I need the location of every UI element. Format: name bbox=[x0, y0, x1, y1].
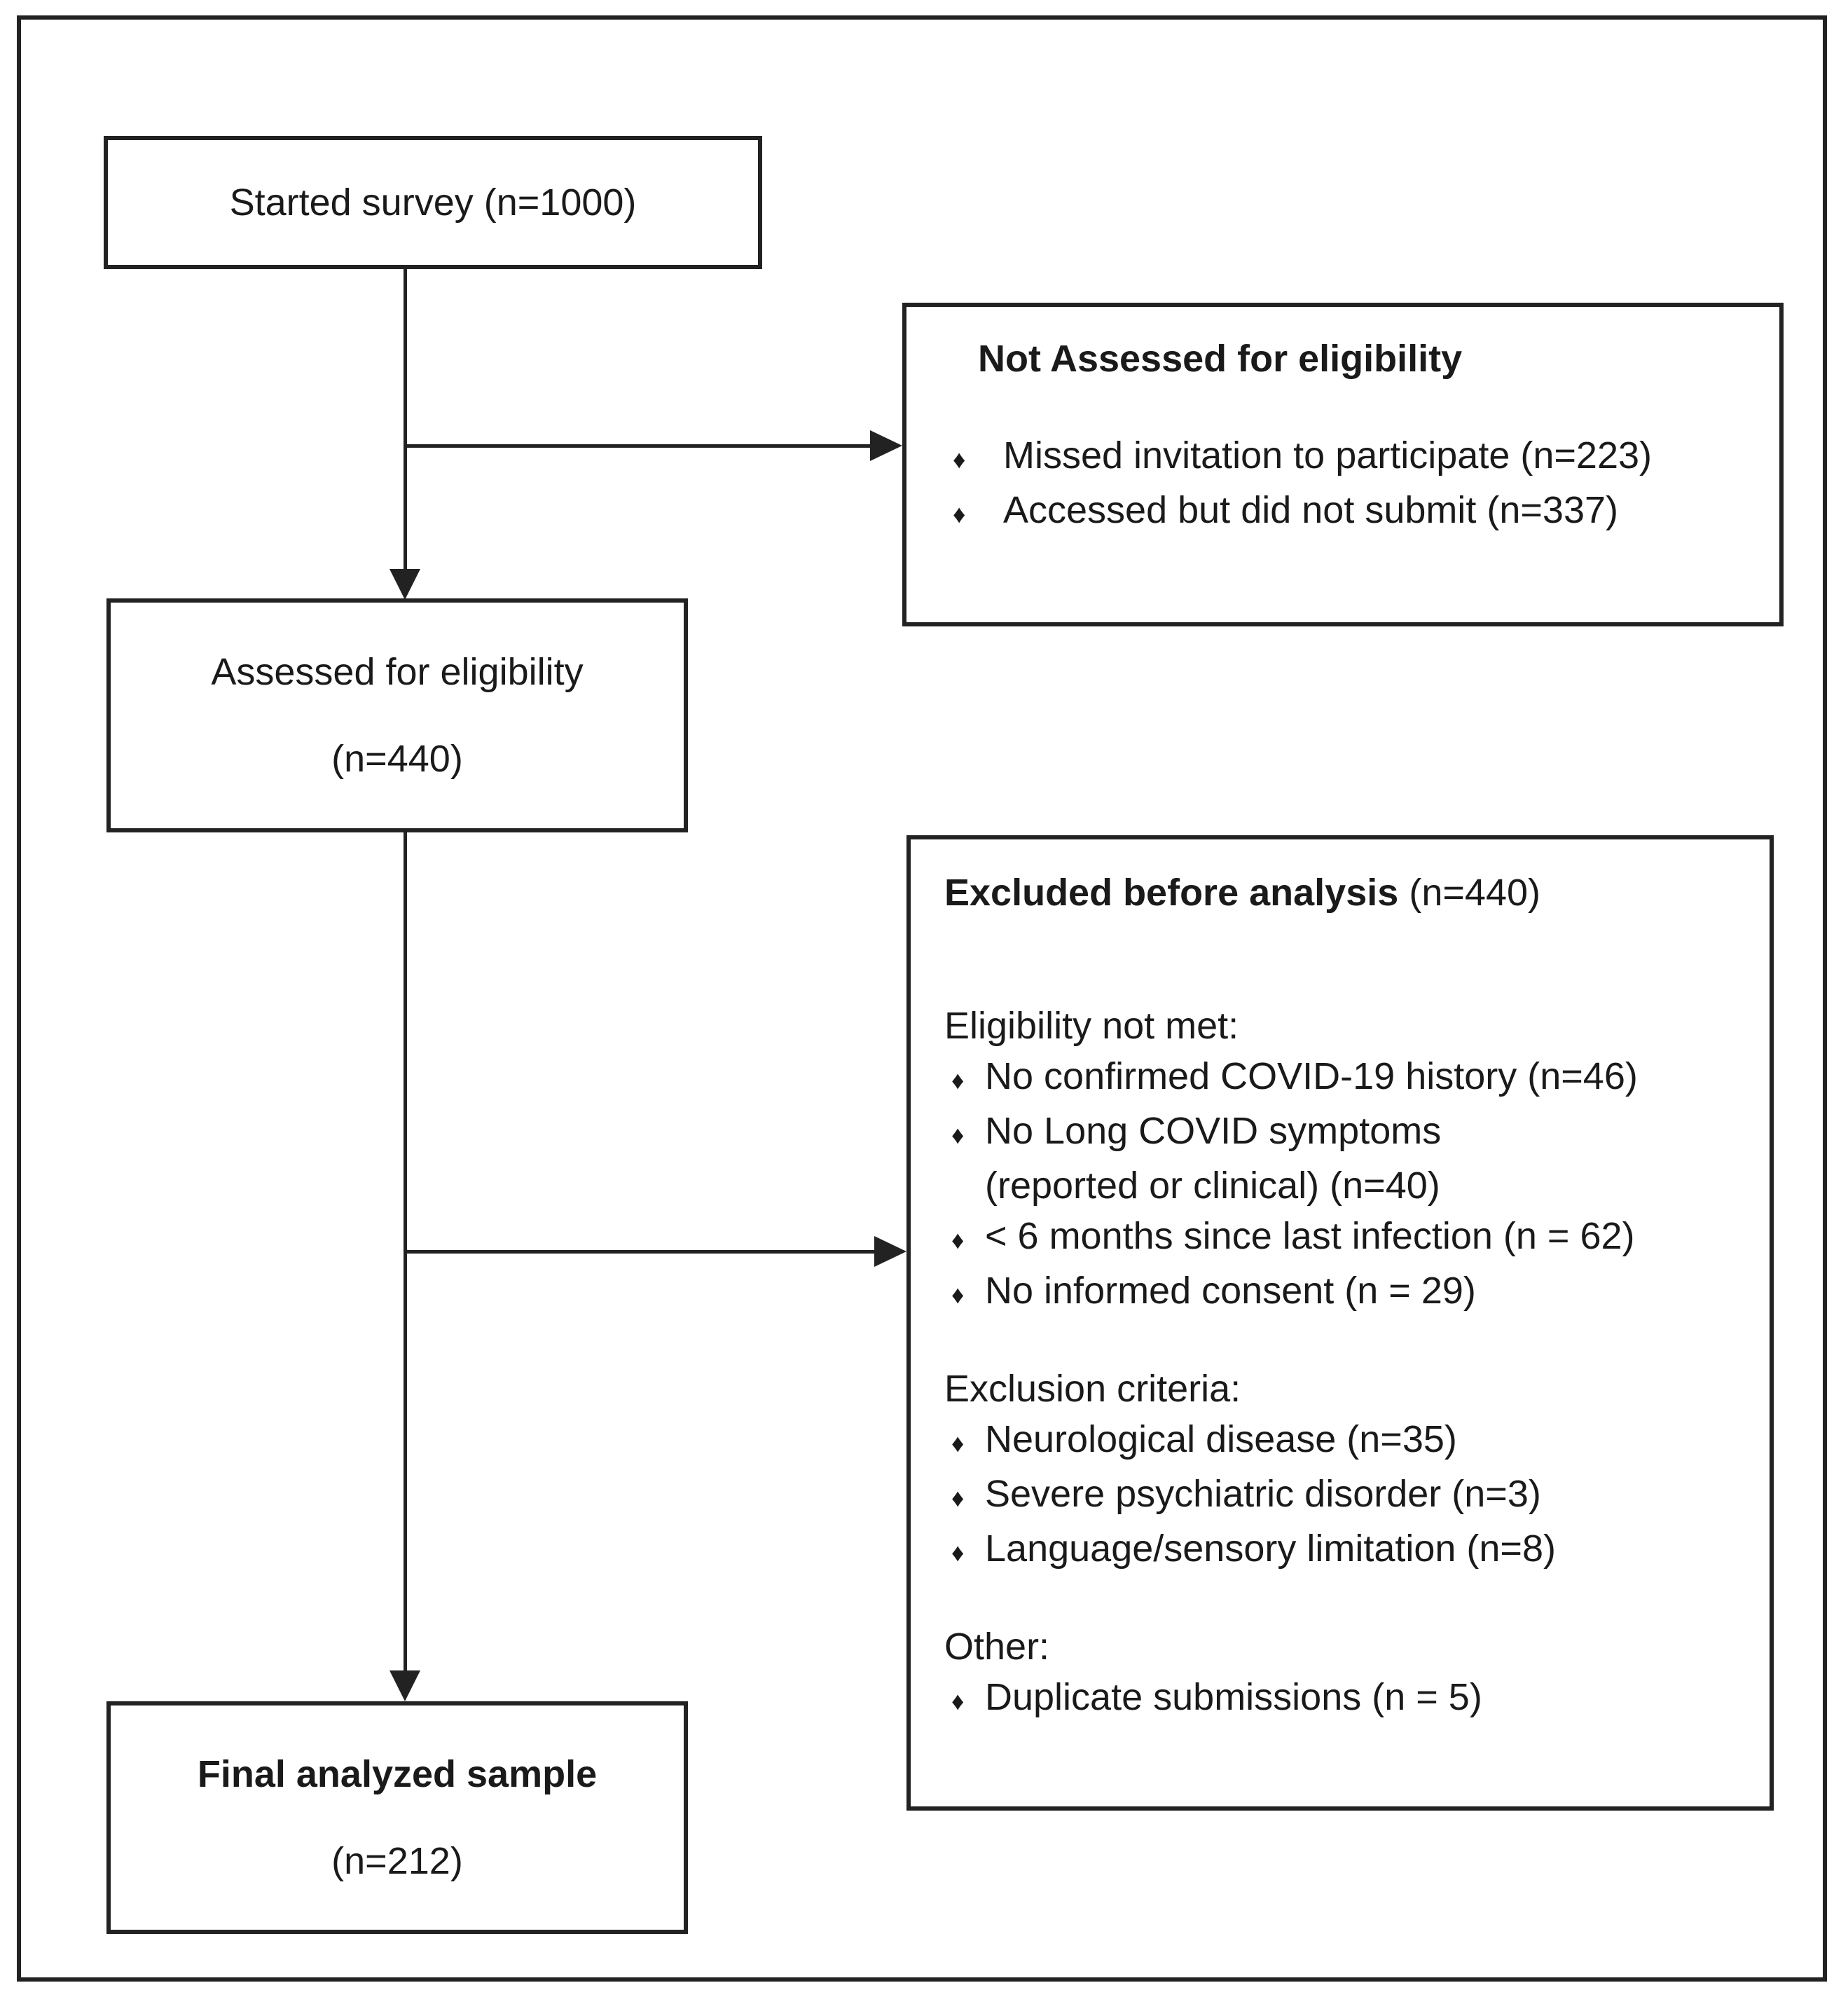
connector-horizontal-1 bbox=[405, 444, 871, 448]
diamond-bullet-icon: ♦ bbox=[951, 1226, 965, 1254]
excluded-bullet-text: Neurological disease (n=35) bbox=[985, 1418, 1457, 1460]
not-assessed-bullet-text: Missed invitation to participate (n=223) bbox=[1003, 434, 1652, 476]
arrowhead-right-2 bbox=[874, 1236, 906, 1267]
not-assessed-title: Not Assessed for eligibility bbox=[978, 338, 1463, 380]
box-not-assessed: Not Assessed for eligibility ♦ Missed inv… bbox=[902, 303, 1784, 626]
excluded-bullet: ♦ No informed consent (n = 29) bbox=[944, 1265, 1749, 1320]
diamond-bullet-icon: ♦ bbox=[951, 1687, 965, 1715]
connector-vertical-1 bbox=[404, 269, 407, 570]
excluded-bullet-text: No informed consent (n = 29) bbox=[985, 1270, 1476, 1312]
excluded-bullet-text: Severe psychiatric disorder (n=3) bbox=[985, 1473, 1541, 1515]
diamond-bullet-icon: ♦ bbox=[951, 1538, 965, 1567]
excluded-title: Excluded before analysis bbox=[944, 872, 1399, 914]
excluded-section-heading: Exclusion criteria: bbox=[944, 1368, 1241, 1410]
excluded-bullet: ♦ < 6 months since last infection (n = 62… bbox=[944, 1211, 1749, 1265]
arrowhead-right-1 bbox=[870, 430, 902, 461]
outer-frame bbox=[17, 15, 1827, 1982]
excluded-bullet: ♦ Duplicate submissions (n = 5) bbox=[944, 1672, 1749, 1727]
not-assessed-bullet: ♦ Missed invitation to participate (n=223… bbox=[953, 430, 1758, 485]
connector-horizontal-2 bbox=[405, 1250, 876, 1254]
excluded-section-heading: Eligibility not met: bbox=[944, 1005, 1239, 1047]
box-started-survey: Started survey (n=1000) bbox=[104, 136, 762, 269]
excluded-bullet: ♦ No confirmed COVID-19 history (n=46) bbox=[944, 1051, 1749, 1106]
excluded-bullet-text: Language/sensory limitation (n=8) bbox=[985, 1528, 1556, 1570]
excluded-bullet-text: No confirmed COVID-19 history (n=46) bbox=[985, 1055, 1638, 1097]
assessed-count: (n=440) bbox=[331, 738, 463, 780]
excluded-bullet-text: < 6 months since last infection (n = 62) bbox=[985, 1215, 1635, 1257]
diamond-bullet-icon: ♦ bbox=[951, 1120, 965, 1149]
excluded-section-heading: Other: bbox=[944, 1626, 1050, 1668]
diamond-bullet-icon: ♦ bbox=[951, 1280, 965, 1309]
excluded-title-count: (n=440) bbox=[1409, 872, 1541, 914]
diamond-bullet-icon: ♦ bbox=[951, 1066, 965, 1094]
excluded-bullet: ♦ Neurological disease (n=35) bbox=[944, 1414, 1749, 1469]
diamond-bullet-icon: ♦ bbox=[953, 500, 966, 528]
excluded-bullet-text: No Long COVID symptoms bbox=[985, 1110, 1442, 1152]
box-assessed: Assessed for eligibility (n=440) bbox=[106, 598, 688, 832]
excluded-bullet: ♦ Severe psychiatric disorder (n=3) bbox=[944, 1469, 1749, 1523]
diamond-bullet-icon: ♦ bbox=[951, 1483, 965, 1512]
started-survey-label: Started survey (n=1000) bbox=[229, 181, 637, 224]
final-sample-count: (n=212) bbox=[331, 1840, 463, 1882]
excluded-header: Excluded before analysis(n=440) bbox=[944, 867, 1749, 918]
box-final-sample: Final analyzed sample (n=212) bbox=[106, 1701, 688, 1934]
excluded-bullet-text: Duplicate submissions (n = 5) bbox=[985, 1676, 1482, 1718]
excluded-bullet: ♦ Language/sensory limitation (n=8) bbox=[944, 1523, 1749, 1578]
excluded-bullet: ♦ No Long COVID symptoms bbox=[944, 1106, 1749, 1160]
final-sample-label: Final analyzed sample bbox=[197, 1753, 598, 1795]
diamond-bullet-icon: ♦ bbox=[953, 445, 966, 474]
assessed-label: Assessed for eligibility bbox=[211, 651, 584, 693]
arrowhead-down-2 bbox=[389, 1670, 420, 1701]
box-excluded: Excluded before analysis(n=440) Eligibil… bbox=[906, 835, 1774, 1811]
diamond-bullet-icon: ♦ bbox=[951, 1429, 965, 1457]
excluded-bullet-continuation: (reported or clinical) (n=40) bbox=[985, 1165, 1440, 1207]
arrowhead-down-1 bbox=[389, 569, 420, 600]
not-assessed-bullet: ♦ Accessed but did not submit (n=337) bbox=[953, 485, 1758, 540]
not-assessed-bullet-text: Accessed but did not submit (n=337) bbox=[1003, 489, 1619, 531]
